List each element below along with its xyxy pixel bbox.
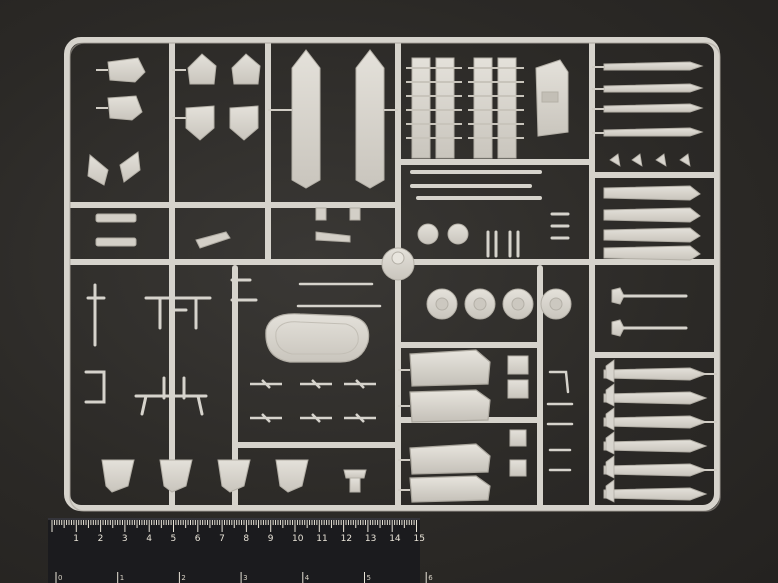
main-wheel-parts — [426, 288, 572, 320]
ruler-inch-label: 3 — [243, 574, 247, 582]
ruler-inch-label: 1 — [120, 574, 124, 582]
ruler-cm-label: 1 — [73, 534, 79, 544]
fin-parts-top-left — [87, 57, 146, 186]
ruler-inch-label: 0 — [58, 574, 62, 582]
ruler-cm-label: 5 — [171, 534, 177, 544]
small-bracket-parts-left — [95, 207, 361, 249]
ruler-cm-label: 15 — [414, 534, 425, 544]
ladder-parts — [411, 57, 517, 159]
missile-fins-top — [609, 153, 691, 167]
ruler-labels-bottom: 0 1 2 3 4 5 6 — [58, 574, 433, 582]
ruler-cm-label: 9 — [268, 534, 274, 544]
pylon-parts — [185, 53, 261, 141]
missile-parts-top — [603, 61, 704, 137]
small-missile-parts — [611, 287, 625, 337]
pod-parts-right — [603, 185, 701, 261]
ruler-cm-label: 4 — [146, 534, 152, 544]
attachment-gates — [96, 66, 717, 491]
small-missile-bodies — [622, 294, 688, 330]
ruler-inch-label: 2 — [181, 574, 185, 582]
ruler-cm-label: 7 — [219, 534, 225, 544]
long-panel-parts — [291, 49, 385, 189]
ruler-ticks — [51, 520, 427, 583]
trapezoid-fin-parts — [101, 459, 309, 493]
link-parts — [250, 379, 376, 423]
ruler-cm-label: 3 — [122, 534, 128, 544]
landing-gear-struts — [486, 212, 570, 258]
ruler-cm-label: 11 — [316, 534, 327, 544]
ruler-cm-label: 12 — [341, 534, 352, 544]
ruler-inch-label: 6 — [428, 574, 433, 582]
ruler-cm-label: 14 — [389, 534, 401, 544]
ruler-cm-label: 8 — [243, 534, 249, 544]
ruler-inch-label: 4 — [305, 574, 310, 582]
ruler-cm-label: 10 — [292, 534, 304, 544]
seat-part — [343, 469, 367, 493]
ruler-cm-label: 2 — [98, 534, 104, 544]
rod-parts-left — [296, 282, 382, 308]
rod-parts-center — [410, 170, 542, 200]
rocket-parts — [603, 367, 708, 501]
antenna-parts — [546, 370, 574, 472]
box-part — [535, 59, 569, 137]
sprue-gate-hub — [381, 247, 415, 281]
canopy-part — [265, 313, 370, 363]
small-wheel-parts — [417, 223, 469, 245]
ladder-rungs — [406, 67, 524, 139]
gear-assembly-parts-left — [84, 278, 258, 416]
sprue-frame-shadow — [69, 42, 721, 512]
fuel-tank-parts — [409, 349, 491, 503]
small-square-parts — [507, 355, 529, 477]
ruler-inch-label: 5 — [367, 574, 371, 582]
rocket-fins — [605, 359, 615, 503]
ruler-cm-label: 13 — [365, 534, 376, 544]
ruler-cm-label: 6 — [195, 534, 201, 544]
